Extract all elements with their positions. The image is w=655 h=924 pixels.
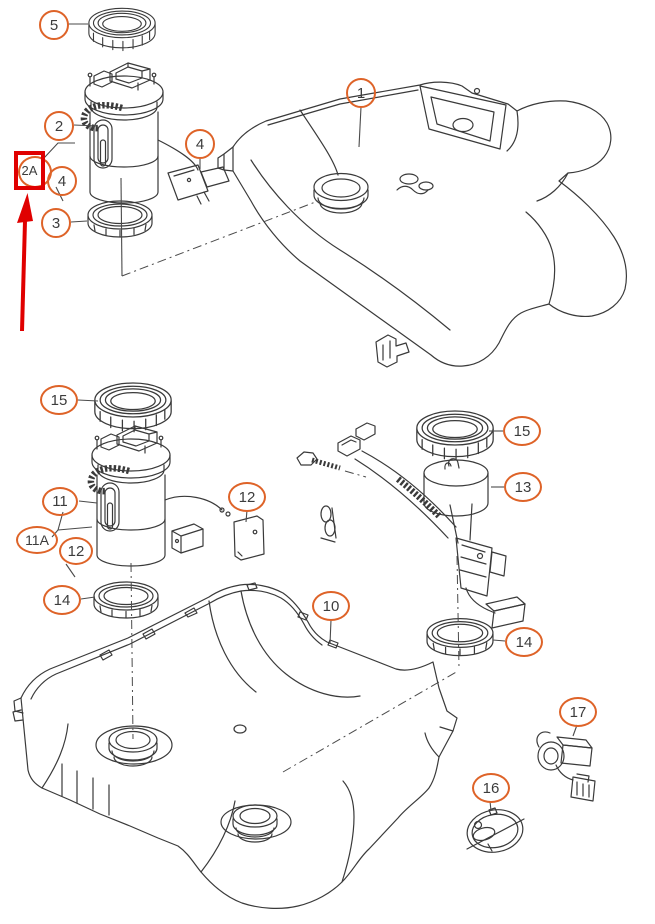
callout-10[interactable]: 10: [312, 591, 350, 621]
callout-12-left[interactable]: 12: [59, 537, 93, 565]
lower-pump-lock-ring: [94, 382, 172, 433]
leader-lines: [43, 23, 578, 812]
callout-5[interactable]: 5: [39, 10, 69, 40]
callout-11[interactable]: 11: [42, 487, 78, 516]
sender-plate: [233, 515, 265, 561]
callout-12-right[interactable]: 12: [228, 482, 266, 512]
callout-14-right[interactable]: 14: [505, 627, 543, 657]
pump-wiring-box: [171, 523, 204, 554]
explosion-axis-lines: [121, 200, 460, 773]
callout-13[interactable]: 13: [504, 472, 542, 502]
callout-15-left[interactable]: 15: [40, 385, 78, 415]
sender-lock-ring: [416, 410, 494, 461]
wiring-connector-part: [536, 731, 596, 802]
callout-2[interactable]: 2: [44, 111, 74, 141]
lower-fuel-pump: [91, 426, 231, 566]
callout-16[interactable]: 16: [472, 773, 510, 803]
callout-11a[interactable]: 11A: [16, 526, 58, 554]
arrowhead-icon: [17, 193, 33, 223]
callout-4-right[interactable]: 4: [185, 129, 215, 159]
fuel-gauge-bracket: [167, 164, 230, 205]
lower-fuel-tank: [12, 582, 458, 909]
upper-pump-lock-ring: [88, 7, 156, 52]
cover-cap-part: [466, 807, 525, 853]
lower-seal-ring-left: [93, 581, 159, 619]
highlight-box-2a[interactable]: 2A: [14, 151, 45, 190]
upper-fuel-pump: [84, 63, 199, 203]
callout-1[interactable]: 1: [346, 78, 376, 108]
callout-14-left[interactable]: 14: [43, 585, 81, 615]
upper-seal-ring: [87, 200, 153, 238]
lower-seal-ring-right: [426, 617, 494, 657]
upper-fuel-tank: [217, 81, 627, 368]
callout-3[interactable]: 3: [41, 208, 71, 238]
callout-15-right[interactable]: 15: [503, 416, 541, 446]
callout-17[interactable]: 17: [559, 697, 597, 727]
fuel-gauge-sender: [296, 422, 526, 629]
highlight-arrow: [17, 193, 33, 332]
